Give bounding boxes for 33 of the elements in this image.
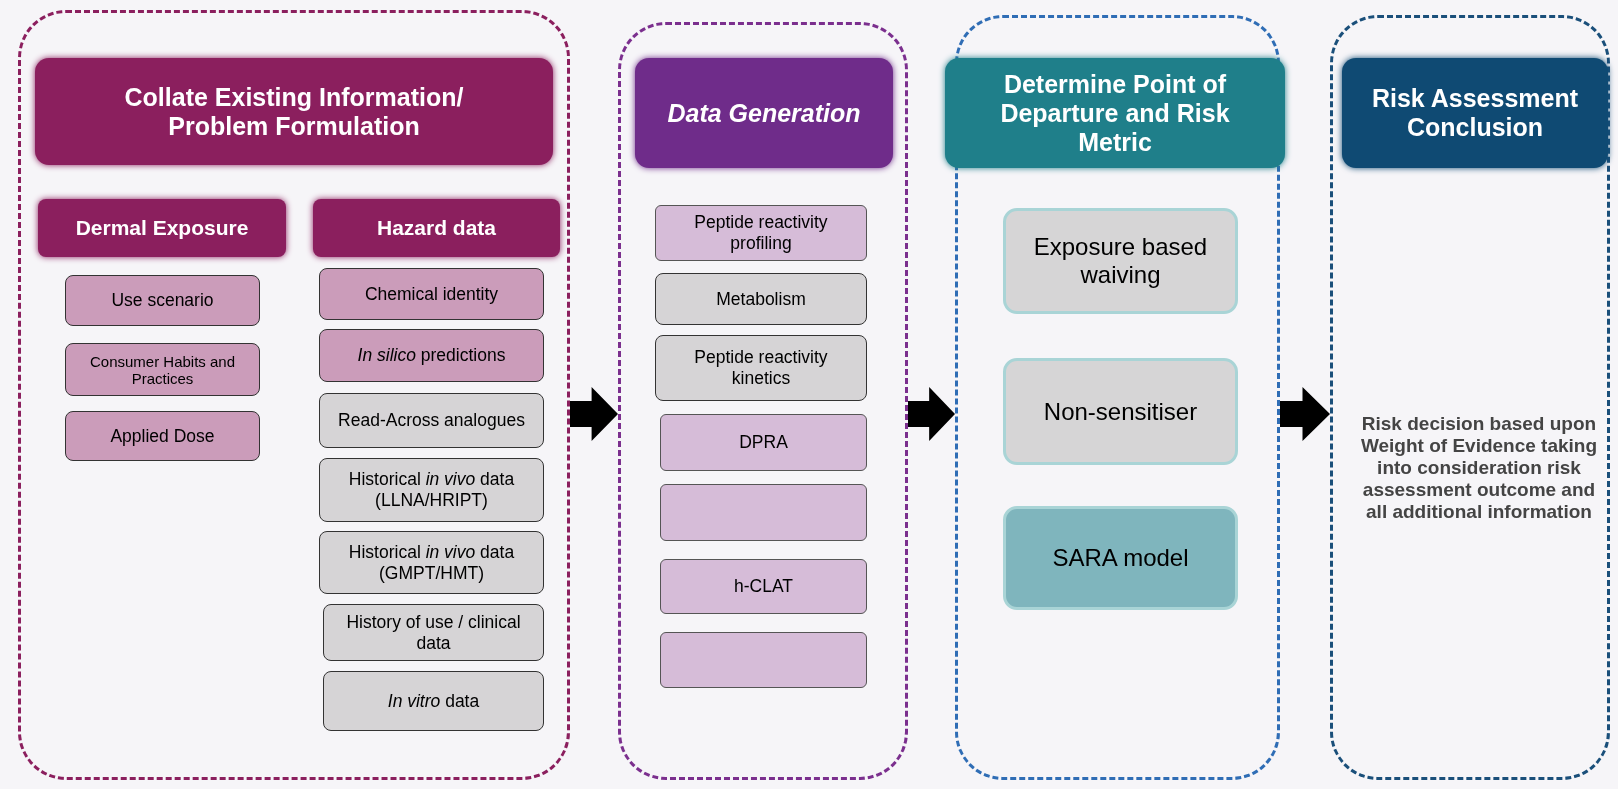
info-box: Metabolism [655, 273, 867, 325]
block-arrow [570, 387, 618, 441]
info-box: Historical in vivo data (GMPT/HMT) [319, 531, 544, 594]
info-box: Read-Across analogues [319, 393, 544, 448]
method-box: h-CLAT [660, 559, 867, 614]
info-box: Consumer Habits and Practices [65, 343, 260, 396]
info-box: Historical in vivo data (LLNA/HRIPT) [319, 458, 544, 522]
info-box: In silico predictions [319, 329, 544, 382]
info-box: Peptide reactivity kinetics [655, 335, 867, 401]
info-box: In vitro data [323, 671, 544, 731]
dashed-panel [1330, 15, 1610, 780]
dashed-panel [18, 10, 570, 780]
panel-heading: Collate Existing Information/ Problem Formulation [35, 58, 553, 165]
panel-heading: Data Generation [635, 58, 893, 168]
method-box: DPRA [660, 414, 867, 471]
metric-box: Non-sensitiser [1003, 358, 1238, 465]
method-box [660, 632, 867, 688]
metric-box: Exposure based waiving [1003, 208, 1238, 314]
method-box [660, 484, 867, 541]
conclusion-text: Risk decision based upon Weight of Evidence taking into consideration risk assessment outcome and all additional information [1348, 388, 1610, 548]
block-arrow [1280, 387, 1330, 441]
info-box: History of use / clinical data [323, 604, 544, 661]
info-box: Applied Dose [65, 411, 260, 461]
metric-box: SARA model [1003, 506, 1238, 610]
info-box: Chemical identity [319, 268, 544, 320]
panel-heading: Risk Assessment Conclusion [1342, 58, 1608, 168]
block-arrow [908, 387, 955, 441]
dashed-panel [618, 22, 908, 780]
section-heading: Dermal Exposure [38, 199, 286, 257]
panel-heading: Determine Point of Departure and Risk Metric [945, 58, 1285, 168]
method-box: Peptide reactivity profiling [655, 205, 867, 261]
info-box: Use scenario [65, 275, 260, 326]
section-heading: Hazard data [313, 199, 560, 257]
